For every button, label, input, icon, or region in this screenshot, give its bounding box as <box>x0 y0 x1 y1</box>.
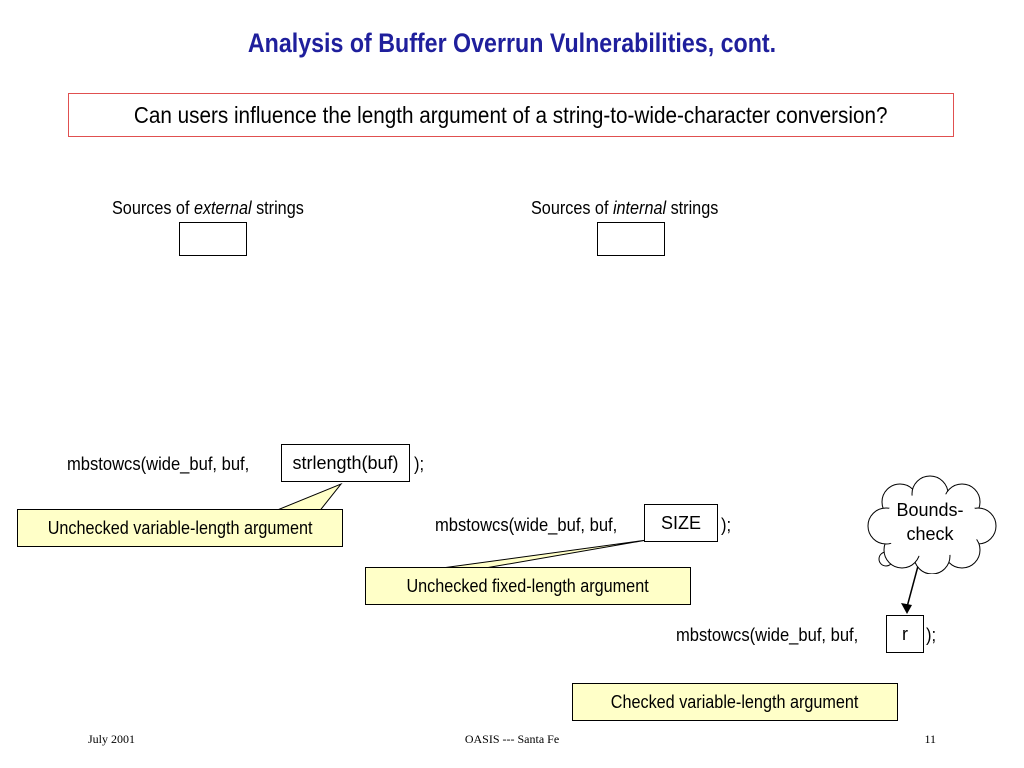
call-1-arg-box: strlength(buf) <box>281 444 410 482</box>
bounds-check-arrowhead <box>901 603 912 614</box>
bounds-check-line1: Bounds- <box>896 500 964 520</box>
footer-page-number: 11 <box>924 732 936 746</box>
call-1-prefix: mbstowcs(wide_buf, buf, <box>67 454 250 474</box>
bounds-check-text: Bounds- check <box>880 498 980 546</box>
callout-checked-variable: Checked variable-length argument <box>572 683 898 721</box>
question-box: Can users influence the length argument … <box>68 93 954 137</box>
external-suffix: strings <box>251 198 304 218</box>
external-prefix: Sources of <box>112 198 194 218</box>
footer-center: OASIS --- Santa Fe <box>464 732 560 746</box>
call-2-arg-box: SIZE <box>644 504 718 542</box>
external-sources-label: Sources of external strings <box>112 198 304 219</box>
callout-unchecked-fixed: Unchecked fixed-length argument <box>365 567 691 605</box>
internal-sources-label: Sources of internal strings <box>531 198 718 219</box>
internal-suffix: strings <box>666 198 719 218</box>
footer-date: July 2001 <box>88 732 136 746</box>
call-3-suffix: ); <box>926 625 937 645</box>
external-sources-box <box>179 222 247 256</box>
call-2-suffix: ); <box>721 515 732 535</box>
bounds-check-line2: check <box>906 524 954 544</box>
call-2-prefix: mbstowcs(wide_buf, buf, <box>435 515 618 535</box>
call-3-prefix: mbstowcs(wide_buf, buf, <box>676 625 859 645</box>
internal-sources-box <box>597 222 665 256</box>
external-emph: external <box>193 198 252 218</box>
question-text: Can users influence the length argument … <box>134 101 888 128</box>
bounds-check-bubble <box>867 475 997 574</box>
call-1-suffix: ); <box>414 454 425 474</box>
callout-unchecked-variable: Unchecked variable-length argument <box>17 509 343 547</box>
callout-3-text: Checked variable-length argument <box>611 691 859 712</box>
slide-title: Analysis of Buffer Overrun Vulnerabiliti… <box>247 28 777 58</box>
internal-prefix: Sources of <box>531 198 613 218</box>
callout-1-text: Unchecked variable-length argument <box>47 517 313 538</box>
internal-emph: internal <box>612 198 667 218</box>
call-3-arg-box: r <box>886 615 924 653</box>
bounds-check-arrow-line <box>906 565 919 608</box>
callout-2-text: Unchecked fixed-length argument <box>406 575 650 596</box>
